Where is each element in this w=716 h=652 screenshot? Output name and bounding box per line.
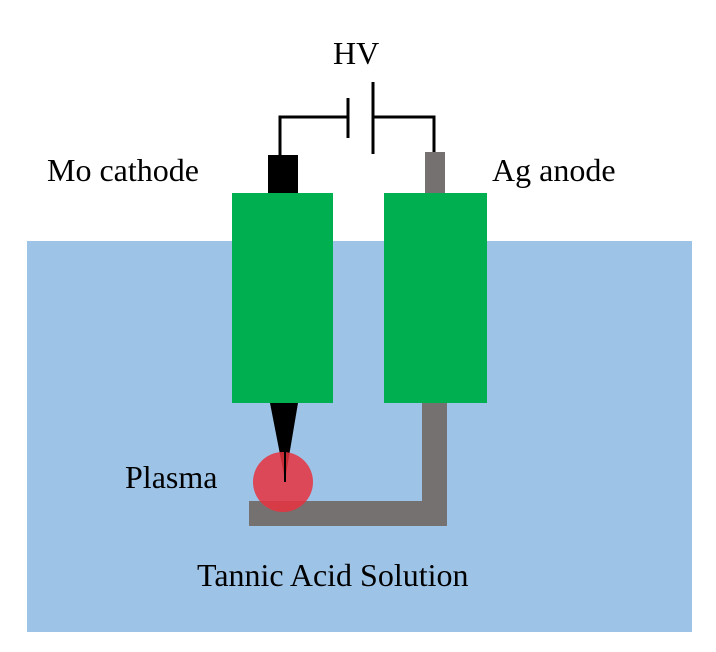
hv-label: HV [333,35,380,71]
ag-anode-terminal [425,152,445,193]
mo-cathode-terminal [268,155,298,193]
ag-anode-label: Ag anode [492,152,616,188]
mo-cathode-needle [270,403,298,480]
hv-right-wire [373,115,436,152]
plasma-discharge [253,452,313,512]
anode-electrode-housing [384,193,487,403]
ag-anode-rod [249,403,447,526]
cathode-electrode-housing [232,193,333,403]
hv-left-wire [278,115,348,155]
tannic-acid-solution-label: Tannic Acid Solution [197,557,469,593]
tannic-acid-solution-bath [27,241,692,632]
plasma-label: Plasma [125,459,218,495]
mo-cathode-label: Mo cathode [47,152,199,188]
